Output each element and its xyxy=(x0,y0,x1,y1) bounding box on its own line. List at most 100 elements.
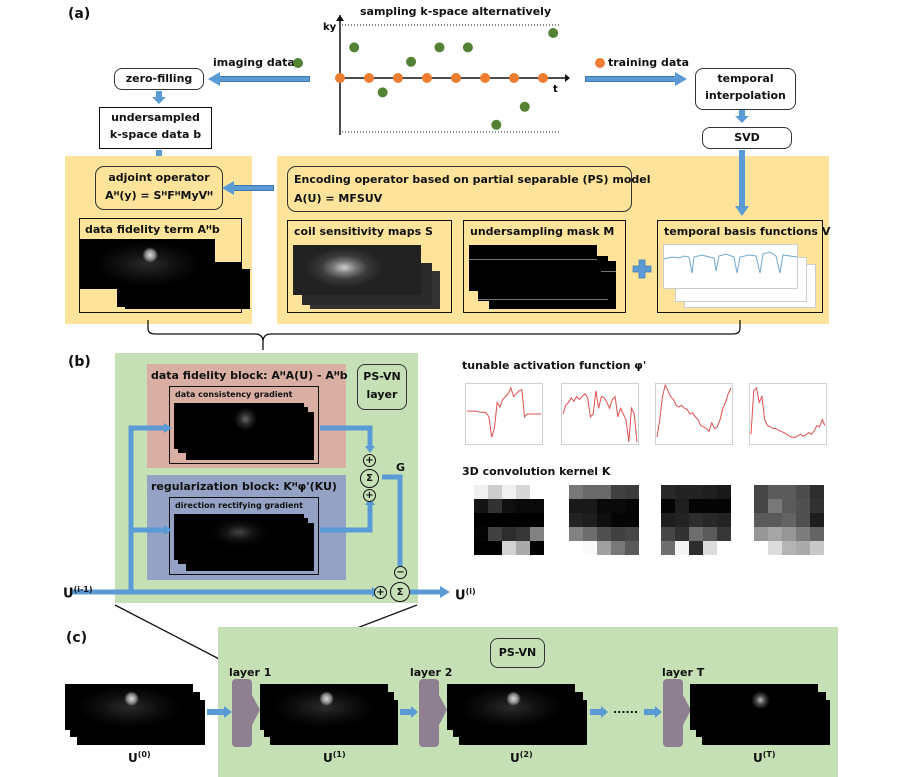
ut-image xyxy=(690,684,818,730)
kernel-cell xyxy=(516,485,530,499)
kernel-cell xyxy=(625,527,639,541)
temporal-interpolation-box: temporal interpolation xyxy=(695,68,796,110)
layer-2-label: layer 2 xyxy=(410,666,453,679)
u1-base: U xyxy=(323,751,333,765)
kernel-cell xyxy=(597,527,611,541)
kernel-cell xyxy=(488,541,502,555)
layer-2-block xyxy=(419,679,439,747)
psvn-box: PS-VN xyxy=(490,638,545,668)
kernel-cell xyxy=(488,485,502,499)
kernel-cell xyxy=(754,485,768,499)
kernel-cell xyxy=(569,541,583,555)
kernel-grid xyxy=(661,485,731,555)
kernel-cell xyxy=(796,499,810,513)
kernel-cell xyxy=(611,485,625,499)
data-consistency-label: data consistency gradient xyxy=(175,390,293,399)
sum-node-icon: Σ xyxy=(390,582,410,602)
kernel-cell xyxy=(583,513,597,527)
kernel-cell xyxy=(675,513,689,527)
training-point xyxy=(480,73,490,83)
kernel-cell xyxy=(502,527,516,541)
kernel-cell xyxy=(782,485,796,499)
sum-node-icon: Σ xyxy=(360,469,379,488)
plus-node-icon: + xyxy=(363,454,376,467)
kernel-cell xyxy=(474,527,488,541)
training-data-dot-icon xyxy=(595,58,605,68)
kernel-cell xyxy=(502,541,516,555)
kernel-cell xyxy=(569,499,583,513)
kernel-cell xyxy=(689,513,703,527)
basis-curve xyxy=(663,251,798,274)
kernel-cell xyxy=(810,513,824,527)
u0-image xyxy=(65,684,193,730)
arrow-right-icon xyxy=(644,706,662,718)
mask-line xyxy=(601,271,616,272)
dr-image xyxy=(174,514,304,560)
kernel-cell xyxy=(796,485,810,499)
training-point xyxy=(364,73,374,83)
kernel-cell xyxy=(782,499,796,513)
kernel-cell xyxy=(597,485,611,499)
layer-1-chevron-icon xyxy=(252,695,260,725)
mask-line xyxy=(469,259,597,260)
t-arrowhead-icon xyxy=(565,74,570,82)
u-out-base: U xyxy=(455,588,466,604)
plus-node-icon: + xyxy=(363,489,376,502)
kernel-cell xyxy=(689,541,703,555)
kernel-cell xyxy=(661,485,675,499)
kernel-cell xyxy=(569,527,583,541)
arrow-svd-to-basis xyxy=(735,150,749,216)
kernel-cell xyxy=(625,485,639,499)
activation-frame xyxy=(561,383,639,445)
kernel-cell xyxy=(796,513,810,527)
arrow-down-icon xyxy=(152,91,166,104)
kernel-cell xyxy=(611,513,625,527)
kernel-cell xyxy=(810,541,824,555)
panel-label-b: (b) xyxy=(68,354,91,370)
sampling-title: sampling k-space alternatively xyxy=(360,5,552,18)
kernel-cell xyxy=(689,485,703,499)
activation-curve xyxy=(562,390,638,442)
u-out-sup: (i) xyxy=(465,587,476,596)
u-in-sup: (i-1) xyxy=(73,585,93,594)
basis-plot xyxy=(663,244,798,289)
data-fidelity-block-label: data fidelity block: AᴴA(U) - Aᴴb xyxy=(151,369,348,382)
undersampled-line2: k-space data b xyxy=(109,128,202,141)
direction-rectifying-label: direction rectifying gradient xyxy=(175,501,303,510)
kernel-cell xyxy=(810,499,824,513)
kernel-cell xyxy=(754,499,768,513)
ut-base: U xyxy=(753,751,763,765)
kernel-cell xyxy=(768,513,782,527)
u-output-label: U(i) xyxy=(455,587,476,603)
kernel-cell xyxy=(488,513,502,527)
kernel-cell xyxy=(703,485,717,499)
mask-label: undersampling mask M xyxy=(470,225,615,238)
training-point xyxy=(451,73,461,83)
kernel-cell xyxy=(516,513,530,527)
kernel-cell xyxy=(689,527,703,541)
kernel-cell xyxy=(530,513,544,527)
panel-label-a: (a) xyxy=(68,6,91,22)
kernel-cell xyxy=(703,527,717,541)
arrow-right-icon xyxy=(207,706,232,718)
sampling-diagram: kyt xyxy=(323,15,570,135)
data-fidelity-term-box: data fidelity term Aᴴb xyxy=(79,218,250,313)
arrow-down-icon xyxy=(735,110,749,123)
kernel-grid xyxy=(569,485,639,555)
ky-arrowhead-icon xyxy=(336,15,344,21)
temporal-interp-line1: temporal xyxy=(717,72,774,85)
kernel-cell xyxy=(583,485,597,499)
brace-connector xyxy=(147,320,741,350)
training-point xyxy=(509,73,519,83)
kernel-cell xyxy=(754,513,768,527)
kernel-cell xyxy=(810,485,824,499)
mask-box: undersampling mask M xyxy=(463,220,626,313)
imaging-point xyxy=(406,56,417,67)
kernel-cell xyxy=(583,541,597,555)
regularization-block: regularization block: Kᴴφ'(KU) direction… xyxy=(147,475,346,580)
kernel-cell xyxy=(516,527,530,541)
kernel-cell xyxy=(530,527,544,541)
kernel-cell xyxy=(583,499,597,513)
kernel-cell xyxy=(474,541,488,555)
